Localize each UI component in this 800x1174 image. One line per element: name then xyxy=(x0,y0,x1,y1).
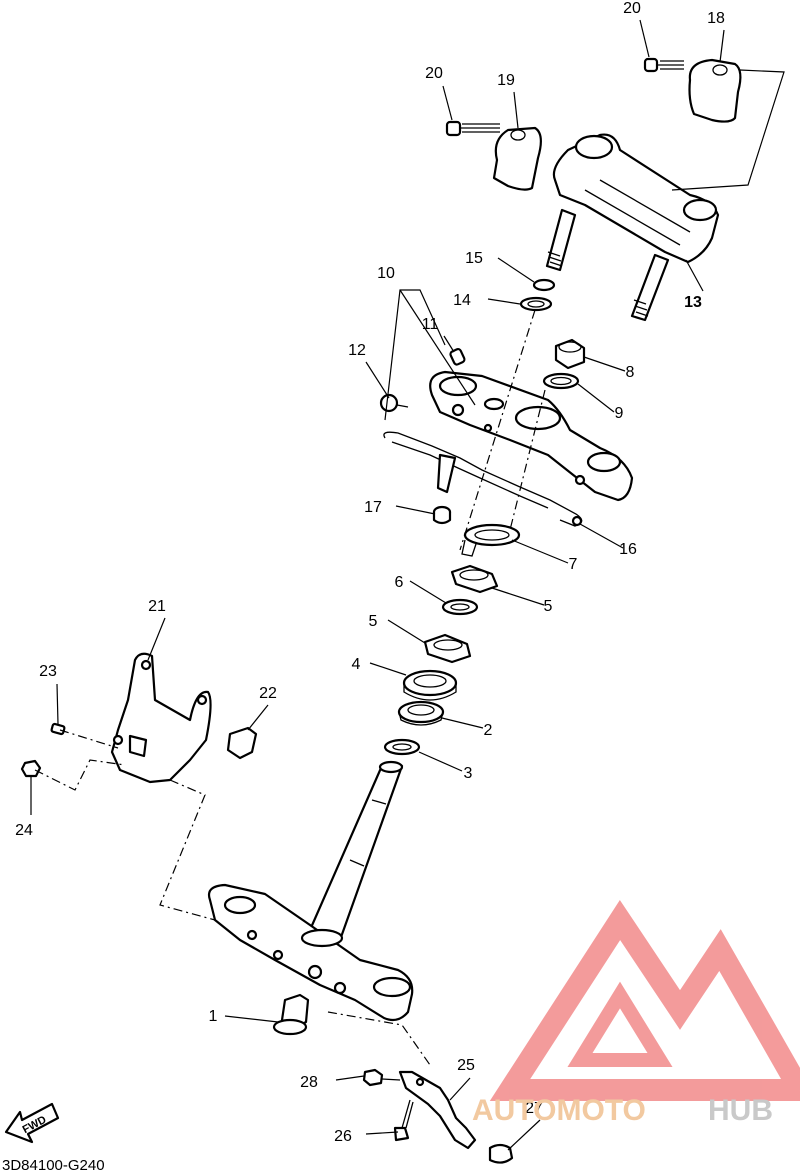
bolt-11 xyxy=(449,348,466,366)
part-number-6: 6 xyxy=(395,574,404,591)
ring-nut-5-lower xyxy=(423,633,472,664)
seal-1 xyxy=(272,993,310,1036)
nut-8 xyxy=(554,338,586,370)
part-number-10: 10 xyxy=(377,265,395,282)
handlebar-holder-assembly xyxy=(445,57,785,322)
part-number-12: 12 xyxy=(348,342,366,359)
part-number-8: 8 xyxy=(626,364,635,381)
bolt-20-top xyxy=(643,57,684,73)
part-number-4: 4 xyxy=(352,656,361,673)
steering-stem xyxy=(308,760,404,942)
part-number-14: 14 xyxy=(453,292,471,309)
washer-9 xyxy=(542,372,580,390)
washer-3 xyxy=(383,738,421,756)
part-number-23: 23 xyxy=(39,663,57,680)
part-number-17: 17 xyxy=(364,499,382,516)
cover-4 xyxy=(402,669,458,701)
part-number-16: 16 xyxy=(619,541,637,558)
part-callouts: 1234556789101112131415161718192020212223… xyxy=(15,0,725,1145)
bracket-25 xyxy=(398,1070,477,1150)
cap-12 xyxy=(379,393,409,413)
watermark-logo xyxy=(489,899,800,1101)
lower-bracket xyxy=(207,883,414,1022)
fwd-label: FWD xyxy=(21,1114,49,1136)
part-number-2: 2 xyxy=(484,722,493,739)
cover-27 xyxy=(488,1143,514,1164)
collar-17 xyxy=(432,505,452,525)
leader-lines xyxy=(30,19,725,1151)
side-bracket-21 xyxy=(110,652,212,784)
bolt-26 xyxy=(393,1099,414,1142)
part-number-9: 9 xyxy=(615,405,624,422)
pad-22 xyxy=(226,726,258,760)
part-number-26: 26 xyxy=(334,1128,352,1145)
diagram-code: 3D84100-G240 xyxy=(2,1157,105,1174)
bearing-2 xyxy=(397,700,445,726)
ring-nut-5-upper xyxy=(450,564,499,594)
part-number-28: 28 xyxy=(300,1074,318,1091)
watermark-text-b: HUB xyxy=(708,1094,773,1127)
watermark-text-a: AUTOMOTO xyxy=(472,1094,646,1127)
upper-bracket xyxy=(429,370,634,502)
washer-6 xyxy=(441,598,479,616)
part-number-21: 21 xyxy=(148,598,166,615)
part-number-1: 1 xyxy=(209,1008,218,1025)
fwd-arrow-icon: FWD xyxy=(4,1102,60,1144)
part-number-19: 19 xyxy=(497,72,515,89)
connection-lines xyxy=(34,309,546,1066)
part-number-5: 5 xyxy=(544,598,553,615)
part-number-20: 20 xyxy=(623,0,641,17)
part-number-11: 11 xyxy=(422,316,439,333)
cable-guide-16 xyxy=(383,431,583,527)
bolt-28 xyxy=(362,1068,401,1087)
part-number-27: 27 xyxy=(525,1100,543,1117)
part-number-3: 3 xyxy=(464,765,473,782)
washer-7 xyxy=(461,523,521,557)
part-number-25: 25 xyxy=(457,1057,475,1074)
part-number-22: 22 xyxy=(259,685,277,702)
part-number-5: 5 xyxy=(369,613,378,630)
part-number-7: 7 xyxy=(569,556,578,573)
washer-14 xyxy=(519,296,553,312)
bolt-23 xyxy=(50,722,66,736)
ring-15 xyxy=(532,278,556,292)
bolt-20-left xyxy=(445,120,500,137)
part-number-20: 20 xyxy=(425,65,443,82)
part-number-15: 15 xyxy=(465,250,483,267)
part-number-24: 24 xyxy=(15,822,33,839)
nut-24 xyxy=(20,759,42,778)
part-number-13: 13 xyxy=(684,294,702,311)
part-number-18: 18 xyxy=(707,10,725,27)
